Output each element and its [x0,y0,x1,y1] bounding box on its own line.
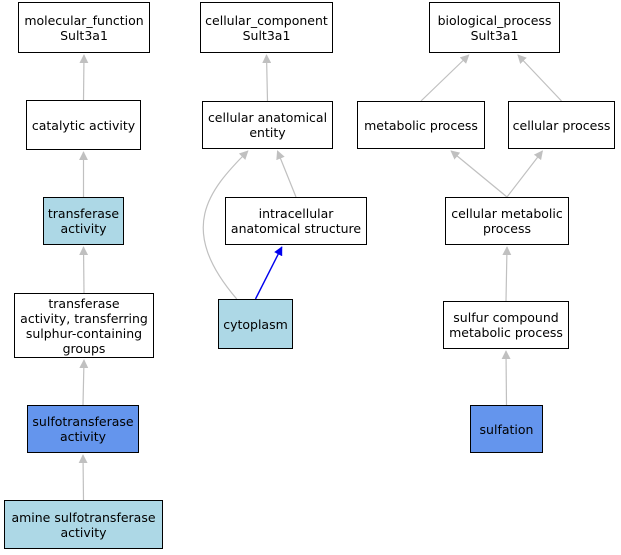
edge-intracellular-to-cell_anat [276,150,297,198]
node-catalytic-activity[interactable]: catalytic activity [26,100,141,150]
edge-cell_metabolic-to-metabolic [450,150,508,198]
edge-metabolic-to-bp_root [420,54,470,102]
node-amine-sulfotransferase-activity[interactable]: amine sulfotransferase activity [4,500,163,549]
edge-transferase_sulphur-to-transferase [79,246,89,294]
node-transferase-activity[interactable]: transferase activity [43,197,124,245]
node-metabolic-process[interactable]: metabolic process [357,101,485,149]
edge-cytoplasm-to-cell_anat [202,150,249,300]
node-cytoplasm[interactable]: cytoplasm [218,299,293,349]
node-cellular-component-root[interactable]: cellular_component Sult3a1 [200,2,333,53]
edge-cell_metabolic-to-cellular_proc [506,150,543,198]
edge-catalytic-to-mf_root [79,54,89,101]
edge-cytoplasm-to-intracellular [254,246,283,300]
node-biological-process-root[interactable]: biological_process Sult3a1 [429,2,560,53]
node-sulfur-compound-metabolic-process[interactable]: sulfur compound metabolic process [443,301,569,349]
edge-amine_sulfo-to-sulfotransferase [78,454,88,501]
node-cellular-process[interactable]: cellular process [508,101,615,149]
node-sulfotransferase-activity[interactable]: sulfotransferase activity [27,405,139,453]
edge-cellular_proc-to-bp_root [517,54,562,102]
node-intracellular-anatomical-structure[interactable]: intracellular anatomical structure [225,197,367,245]
edge-sulfur_compound-to-cell_metabolic [502,246,512,302]
node-transferase-sulphur-groups[interactable]: transferase activity, transferring sulph… [14,293,154,358]
edge-sulfation-to-sulfur_compound [501,350,511,406]
edge-cell_anat-to-cc_root [262,54,272,102]
node-cellular-anatomical-entity[interactable]: cellular anatomical entity [202,101,333,149]
node-sulfation[interactable]: sulfation [470,405,543,453]
edge-sulfotransferase-to-transferase_sulphur [79,359,89,406]
node-cellular-metabolic-process[interactable]: cellular metabolic process [445,197,569,245]
node-molecular-function-root[interactable]: molecular_function Sult3a1 [18,2,150,53]
